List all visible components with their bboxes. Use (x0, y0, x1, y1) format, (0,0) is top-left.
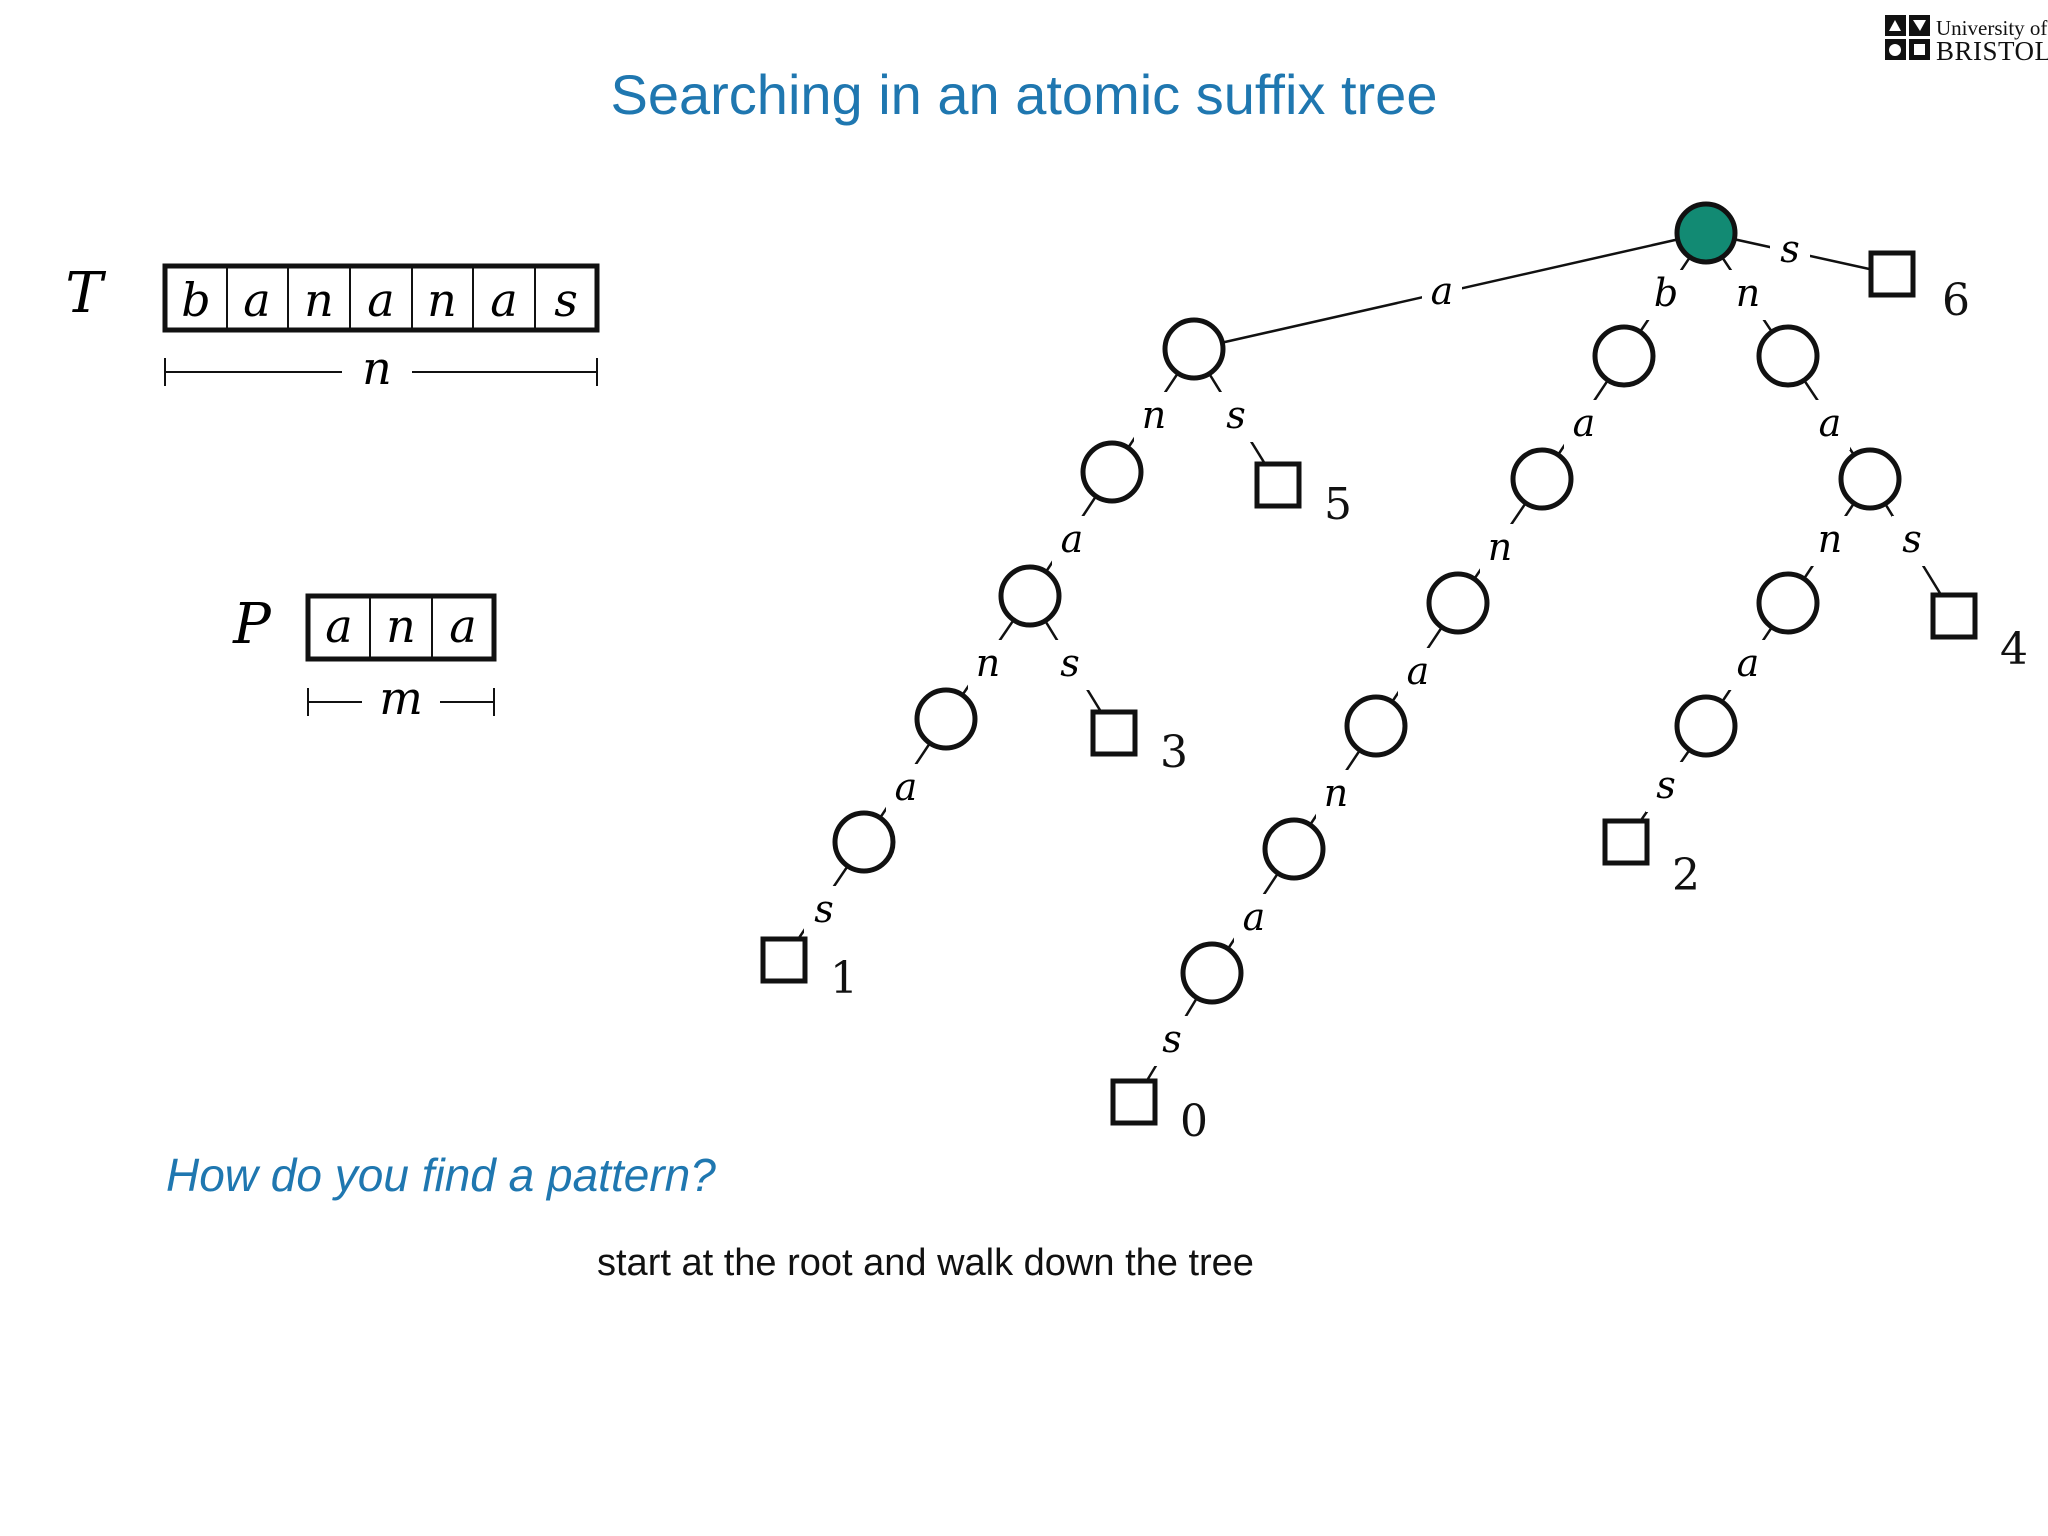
edge-label: a (1407, 649, 1430, 693)
tree-node (1592, 324, 1656, 388)
tree-node (1162, 317, 1226, 381)
text-array-cell: a (490, 273, 517, 327)
answer-text: start at the root and walk down the tree (597, 1242, 1254, 1284)
text-array-cell: a (367, 273, 394, 327)
edge-label: s (1060, 641, 1080, 685)
leaf-label: 0 (1180, 1096, 1208, 1147)
tree-node (1180, 941, 1244, 1005)
tree-node (1080, 440, 1144, 504)
leaf-node (1868, 250, 1916, 298)
tree-node (1426, 571, 1490, 635)
leaf-node (1110, 1078, 1158, 1126)
edge-label: n (1818, 517, 1842, 561)
leaf-label: 5 (1324, 479, 1352, 530)
text-array-cell: n (304, 273, 334, 327)
edge-label: n (1324, 771, 1348, 815)
leaf-node (1930, 592, 1978, 640)
tree-node (1756, 571, 1820, 635)
edge-label: s (1780, 227, 1800, 271)
pattern-length-label: m (379, 671, 423, 725)
crest-icon (1885, 15, 1930, 60)
text-array: T b a n a n a s (65, 261, 600, 395)
internal-nodes (832, 201, 1902, 1005)
edge-label: a (1737, 641, 1760, 685)
leaf-label: 6 (1942, 275, 1970, 326)
root-node (1674, 201, 1738, 265)
text-array-cell: s (554, 273, 578, 327)
leaf-label: 3 (1160, 727, 1188, 778)
pattern-array-cell: a (325, 599, 352, 653)
text-array-cell: a (243, 273, 270, 327)
edge-label: s (1902, 517, 1922, 561)
pattern-array-box (305, 593, 497, 662)
leaf-node (1254, 461, 1302, 509)
edge-label: n (1488, 525, 1512, 569)
leaf-label: 2 (1672, 850, 1700, 901)
text-array-box (162, 263, 600, 333)
pattern-length-bracket (307, 688, 495, 716)
edge-label: s (1226, 393, 1246, 437)
leaf-label: 4 (2000, 624, 2028, 675)
tree-node (1674, 694, 1738, 758)
tree-node (1344, 694, 1408, 758)
edge-label: a (1573, 401, 1596, 445)
slide-title: Searching in an atomic suffix tree (610, 63, 1438, 126)
edge-label: s (1656, 763, 1676, 807)
edge-label: a (1061, 517, 1084, 561)
text-array-cell: b (181, 273, 210, 327)
tree-node (914, 687, 978, 751)
leaf-nodes (760, 250, 1978, 1126)
tree-node (998, 564, 1062, 628)
edge-label: n (976, 641, 1000, 685)
edge-label: s (814, 887, 834, 931)
pattern-array-cell: a (449, 599, 476, 653)
tree-node (1510, 447, 1574, 511)
edge-label: b (1654, 271, 1678, 315)
tree-node (1262, 817, 1326, 881)
edge-label: n (1736, 271, 1760, 315)
logo-text-line1: University of (1936, 16, 2048, 40)
leaf-label: 1 (830, 953, 858, 1004)
edge-label: s (1162, 1017, 1182, 1061)
edge-label: a (895, 765, 918, 809)
edge-label: a (1819, 401, 1842, 445)
edge-label: a (1243, 895, 1266, 939)
leaf-node (1090, 709, 1138, 757)
tree-node (1756, 324, 1820, 388)
leaf-node (1602, 818, 1650, 866)
pattern-array-cell: n (386, 599, 416, 653)
text-array-cell: n (427, 273, 457, 327)
leaf-node (760, 936, 808, 984)
pattern-array: P a n a m (232, 592, 497, 725)
tree-node (1838, 447, 1902, 511)
edge-label: n (1142, 393, 1166, 437)
university-logo: University of BRISTOL (1884, 14, 2048, 66)
edge-label: a (1431, 269, 1454, 313)
question-text: How do you find a pattern? (166, 1149, 716, 1201)
tree-node (832, 810, 896, 874)
text-array-label: T (65, 261, 106, 326)
logo-text-line2: BRISTOL (1936, 36, 2048, 66)
text-length-label: n (362, 341, 392, 395)
text-length-bracket (164, 358, 598, 386)
pattern-array-label: P (232, 592, 272, 657)
